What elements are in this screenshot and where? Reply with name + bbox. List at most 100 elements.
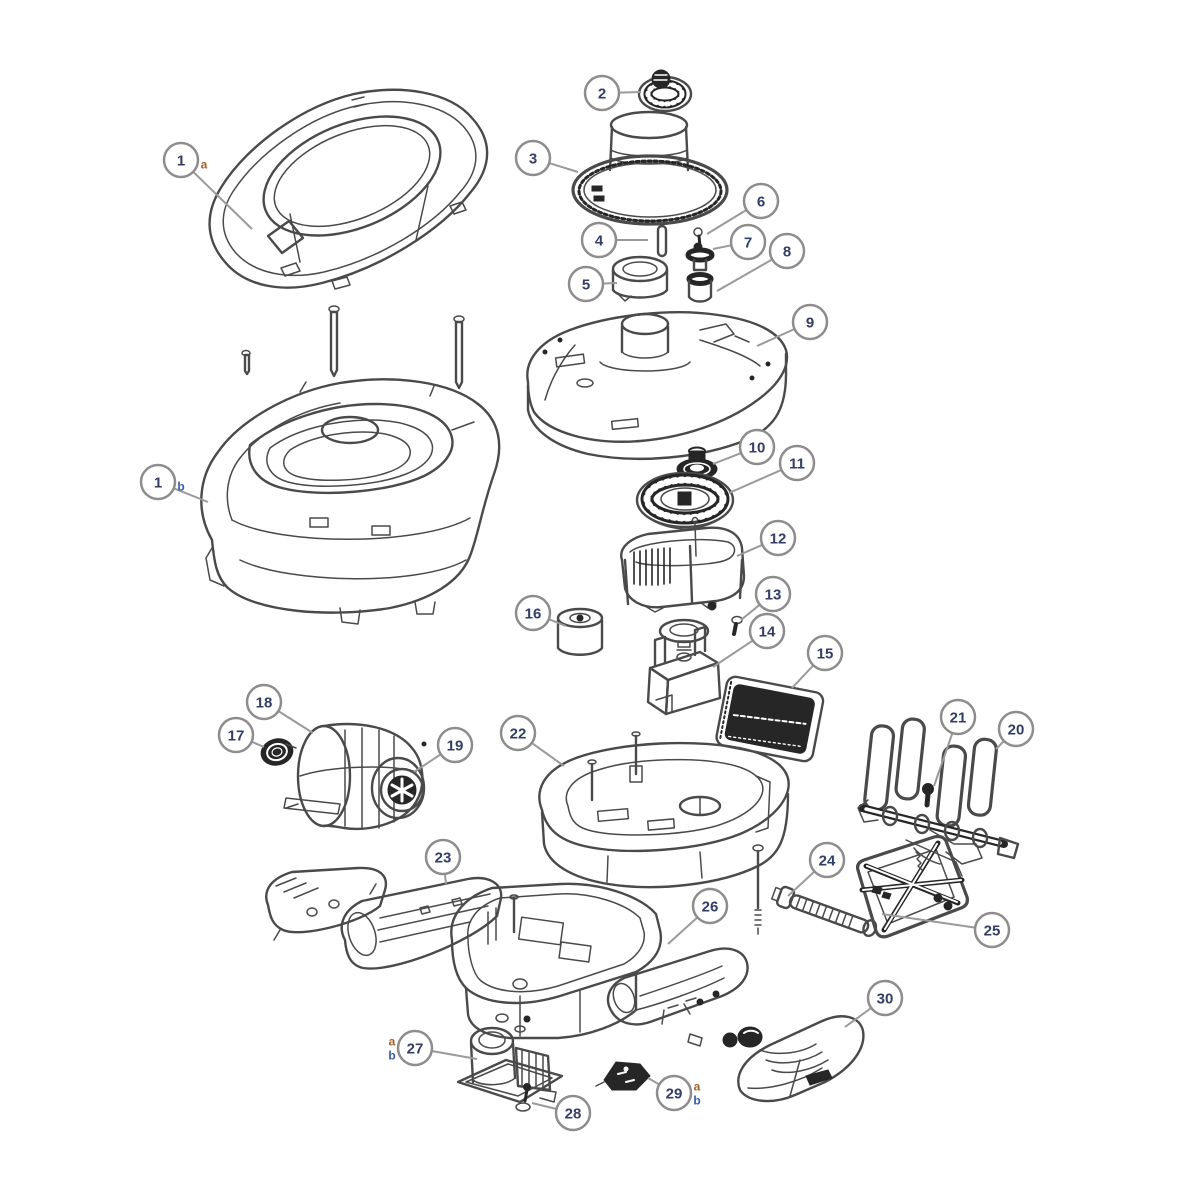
- part-16-roller-drawing: [556, 607, 604, 656]
- part-19-end-cap-drawing: [379, 741, 427, 813]
- part-15-vane-panel-drawing: [715, 675, 825, 763]
- part-7-valve-drawing: [685, 242, 715, 272]
- part-29-latch-drawing: [595, 1061, 651, 1091]
- callout-circle: [691, 887, 729, 925]
- long-screw-drawing: [752, 844, 764, 935]
- callout-15: 15: [791, 634, 844, 689]
- callout-number: 12: [770, 530, 787, 547]
- callout-leader-line: [712, 452, 742, 465]
- callout-14: 14: [712, 612, 786, 668]
- callout-22: 22: [499, 714, 565, 767]
- callout-circle: [806, 634, 844, 672]
- callout-letter-a: a: [389, 1034, 396, 1048]
- part-17-bearing-drawing: [260, 738, 294, 766]
- part-28-screw-washer-drawing: [515, 1083, 531, 1112]
- callout-number: 11: [789, 455, 805, 472]
- part-30-side-flap-drawing: [737, 1015, 865, 1103]
- callout-23: 23: [424, 838, 462, 885]
- callout-25: 25: [881, 911, 1011, 949]
- callout-number: 15: [817, 645, 834, 662]
- callout-4: 4: [580, 221, 648, 259]
- callout-number: 10: [749, 439, 766, 456]
- lower-right-pad-drawing: [606, 947, 749, 1048]
- callout-leader-line: [531, 742, 565, 767]
- callout-number: 3: [529, 150, 537, 167]
- callout-circle: [217, 716, 255, 754]
- callout-leader-line: [667, 916, 699, 945]
- part-5-collar-drawing: [611, 255, 669, 302]
- callout-circle: [514, 139, 552, 177]
- callout-number: 17: [228, 727, 245, 744]
- part-21-screw-drawing: [922, 783, 934, 808]
- callout-circle: [791, 303, 829, 341]
- callout-number: 19: [447, 737, 464, 754]
- part-11-ring-gear-drawing: [635, 471, 735, 530]
- callout-number: 9: [806, 314, 814, 331]
- callout-number: 26: [702, 898, 719, 915]
- callout-number: 20: [1008, 721, 1025, 738]
- callout-number: 4: [595, 232, 604, 249]
- callout-circle: [973, 911, 1011, 949]
- callout-circle: [162, 141, 200, 179]
- callout-10: 10: [712, 428, 776, 466]
- callout-number: 18: [256, 694, 273, 711]
- callout-leader-line: [736, 543, 763, 557]
- callout-7: 7: [712, 223, 767, 261]
- part-22-chassis-tray-drawing: [538, 731, 790, 889]
- callout-21: 21: [933, 698, 977, 787]
- callout-number: 7: [744, 234, 752, 251]
- callout-circle: [514, 594, 552, 632]
- callout-number: 23: [435, 849, 452, 866]
- callout-letter-a: a: [694, 1079, 701, 1093]
- callout-circle: [554, 1094, 592, 1132]
- callout-letter-b: b: [177, 479, 184, 493]
- callout-circle: [436, 726, 474, 764]
- callout-circle: [778, 444, 816, 482]
- callout-circle: [499, 714, 537, 752]
- part-1b-main-body-drawing: [200, 378, 501, 625]
- callout-leader-line: [706, 209, 748, 235]
- callout-number: 14: [759, 623, 776, 640]
- callout-16: 16: [514, 594, 567, 632]
- callout-circle: [139, 463, 177, 501]
- callout-leader-line: [933, 732, 954, 787]
- callout-number: 2: [598, 85, 606, 102]
- callout-leader-line: [791, 664, 815, 689]
- callout-number: 30: [877, 990, 894, 1007]
- callout-leader-line: [431, 1050, 478, 1060]
- callout-number: 22: [510, 725, 527, 742]
- part-23-pads-drawing: [265, 866, 503, 970]
- callout-28: 28: [531, 1094, 592, 1132]
- callout-circle: [729, 223, 767, 261]
- callout-leader-line: [881, 913, 976, 929]
- callout-circle: [655, 1074, 693, 1112]
- callout-leader-line: [251, 740, 265, 748]
- callout-circle: [580, 221, 618, 259]
- callout-number: 21: [950, 709, 967, 726]
- part-18-turbine-drum-drawing: [283, 722, 426, 830]
- part-4-pin-drawing: [656, 224, 668, 258]
- callout-circle: [808, 841, 846, 879]
- callout-leader-line: [712, 639, 754, 668]
- callout-18: 18: [245, 683, 314, 734]
- callout-circle: [939, 698, 977, 736]
- callout-30: 30: [844, 979, 904, 1028]
- callout-letter-b: b: [388, 1048, 395, 1062]
- callout-leader-line: [602, 282, 618, 285]
- callout-leader-line: [192, 171, 253, 230]
- callout-2: 2: [583, 74, 642, 112]
- callout-letter-a: a: [201, 157, 208, 171]
- callout-number: 25: [984, 922, 1001, 939]
- callout-number: 28: [565, 1105, 582, 1122]
- callout-circle: [742, 182, 780, 220]
- part-2-gear-drawing: [637, 69, 693, 113]
- callout-5: 5: [567, 265, 618, 303]
- callout-6: 6: [706, 182, 780, 235]
- callout-circle: [567, 265, 605, 303]
- callout-leader-line: [618, 91, 642, 94]
- callout-leader-line: [756, 328, 795, 347]
- part-9-middle-body-drawing: [526, 311, 789, 461]
- callout-number: 16: [525, 605, 542, 622]
